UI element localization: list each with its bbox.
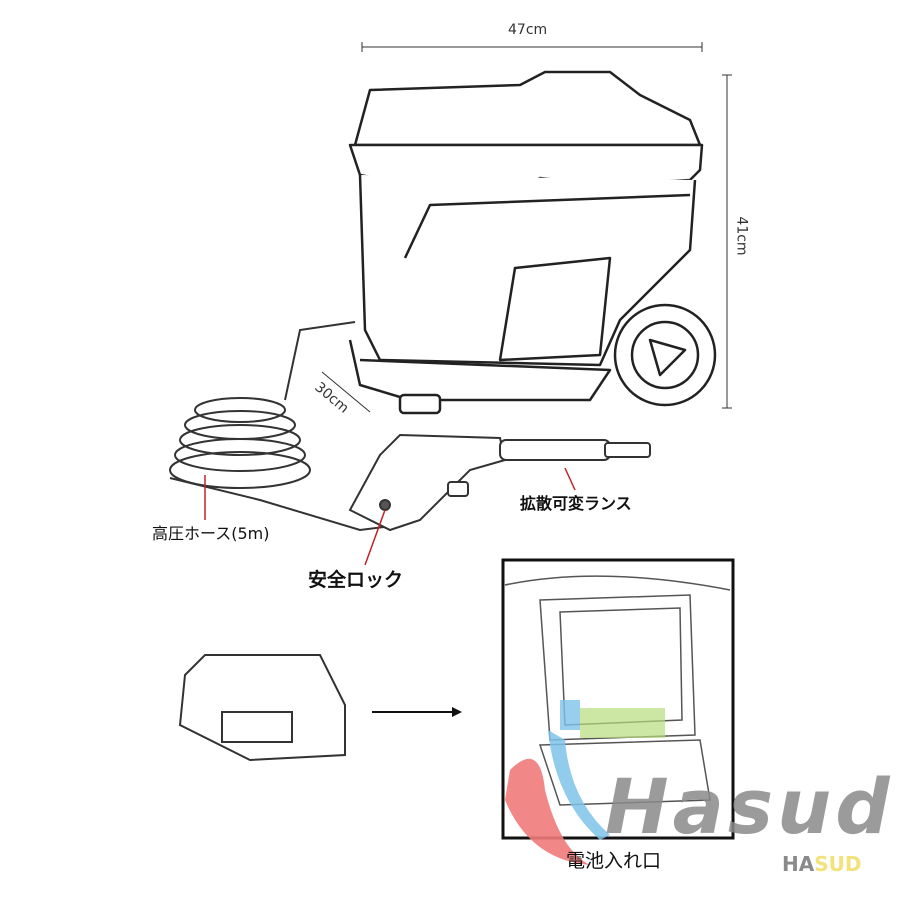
dimension-lines bbox=[321, 42, 732, 413]
battery-pack bbox=[178, 654, 346, 762]
leader-lines bbox=[204, 467, 576, 566]
battery-green-area bbox=[580, 708, 665, 738]
battery-blue-clip bbox=[560, 700, 580, 730]
watermark-logo: Hasud bbox=[605, 762, 894, 851]
lance-label: 拡散可変ランス bbox=[520, 494, 632, 513]
brand-left: HA bbox=[782, 852, 815, 876]
width-dimension: 47cm bbox=[508, 22, 548, 38]
watermark-brand: HASUD bbox=[782, 852, 861, 876]
safety-lock-label: 安全ロック bbox=[308, 569, 404, 591]
battery-slot-label: 電池入れ口 bbox=[566, 850, 662, 872]
logo-swoosh-blue bbox=[548, 730, 610, 840]
hose-coil bbox=[169, 321, 401, 532]
brand-right: SUD bbox=[814, 852, 862, 876]
washer-body bbox=[348, 70, 717, 415]
logo-swoosh-red bbox=[505, 758, 590, 865]
insert-arrow bbox=[372, 707, 462, 717]
spray-gun bbox=[348, 433, 651, 532]
hose-label: 高圧ホース(5m) bbox=[152, 524, 270, 543]
battery-slot-drawing bbox=[504, 575, 731, 806]
height-dimension: 41cm bbox=[733, 216, 750, 256]
